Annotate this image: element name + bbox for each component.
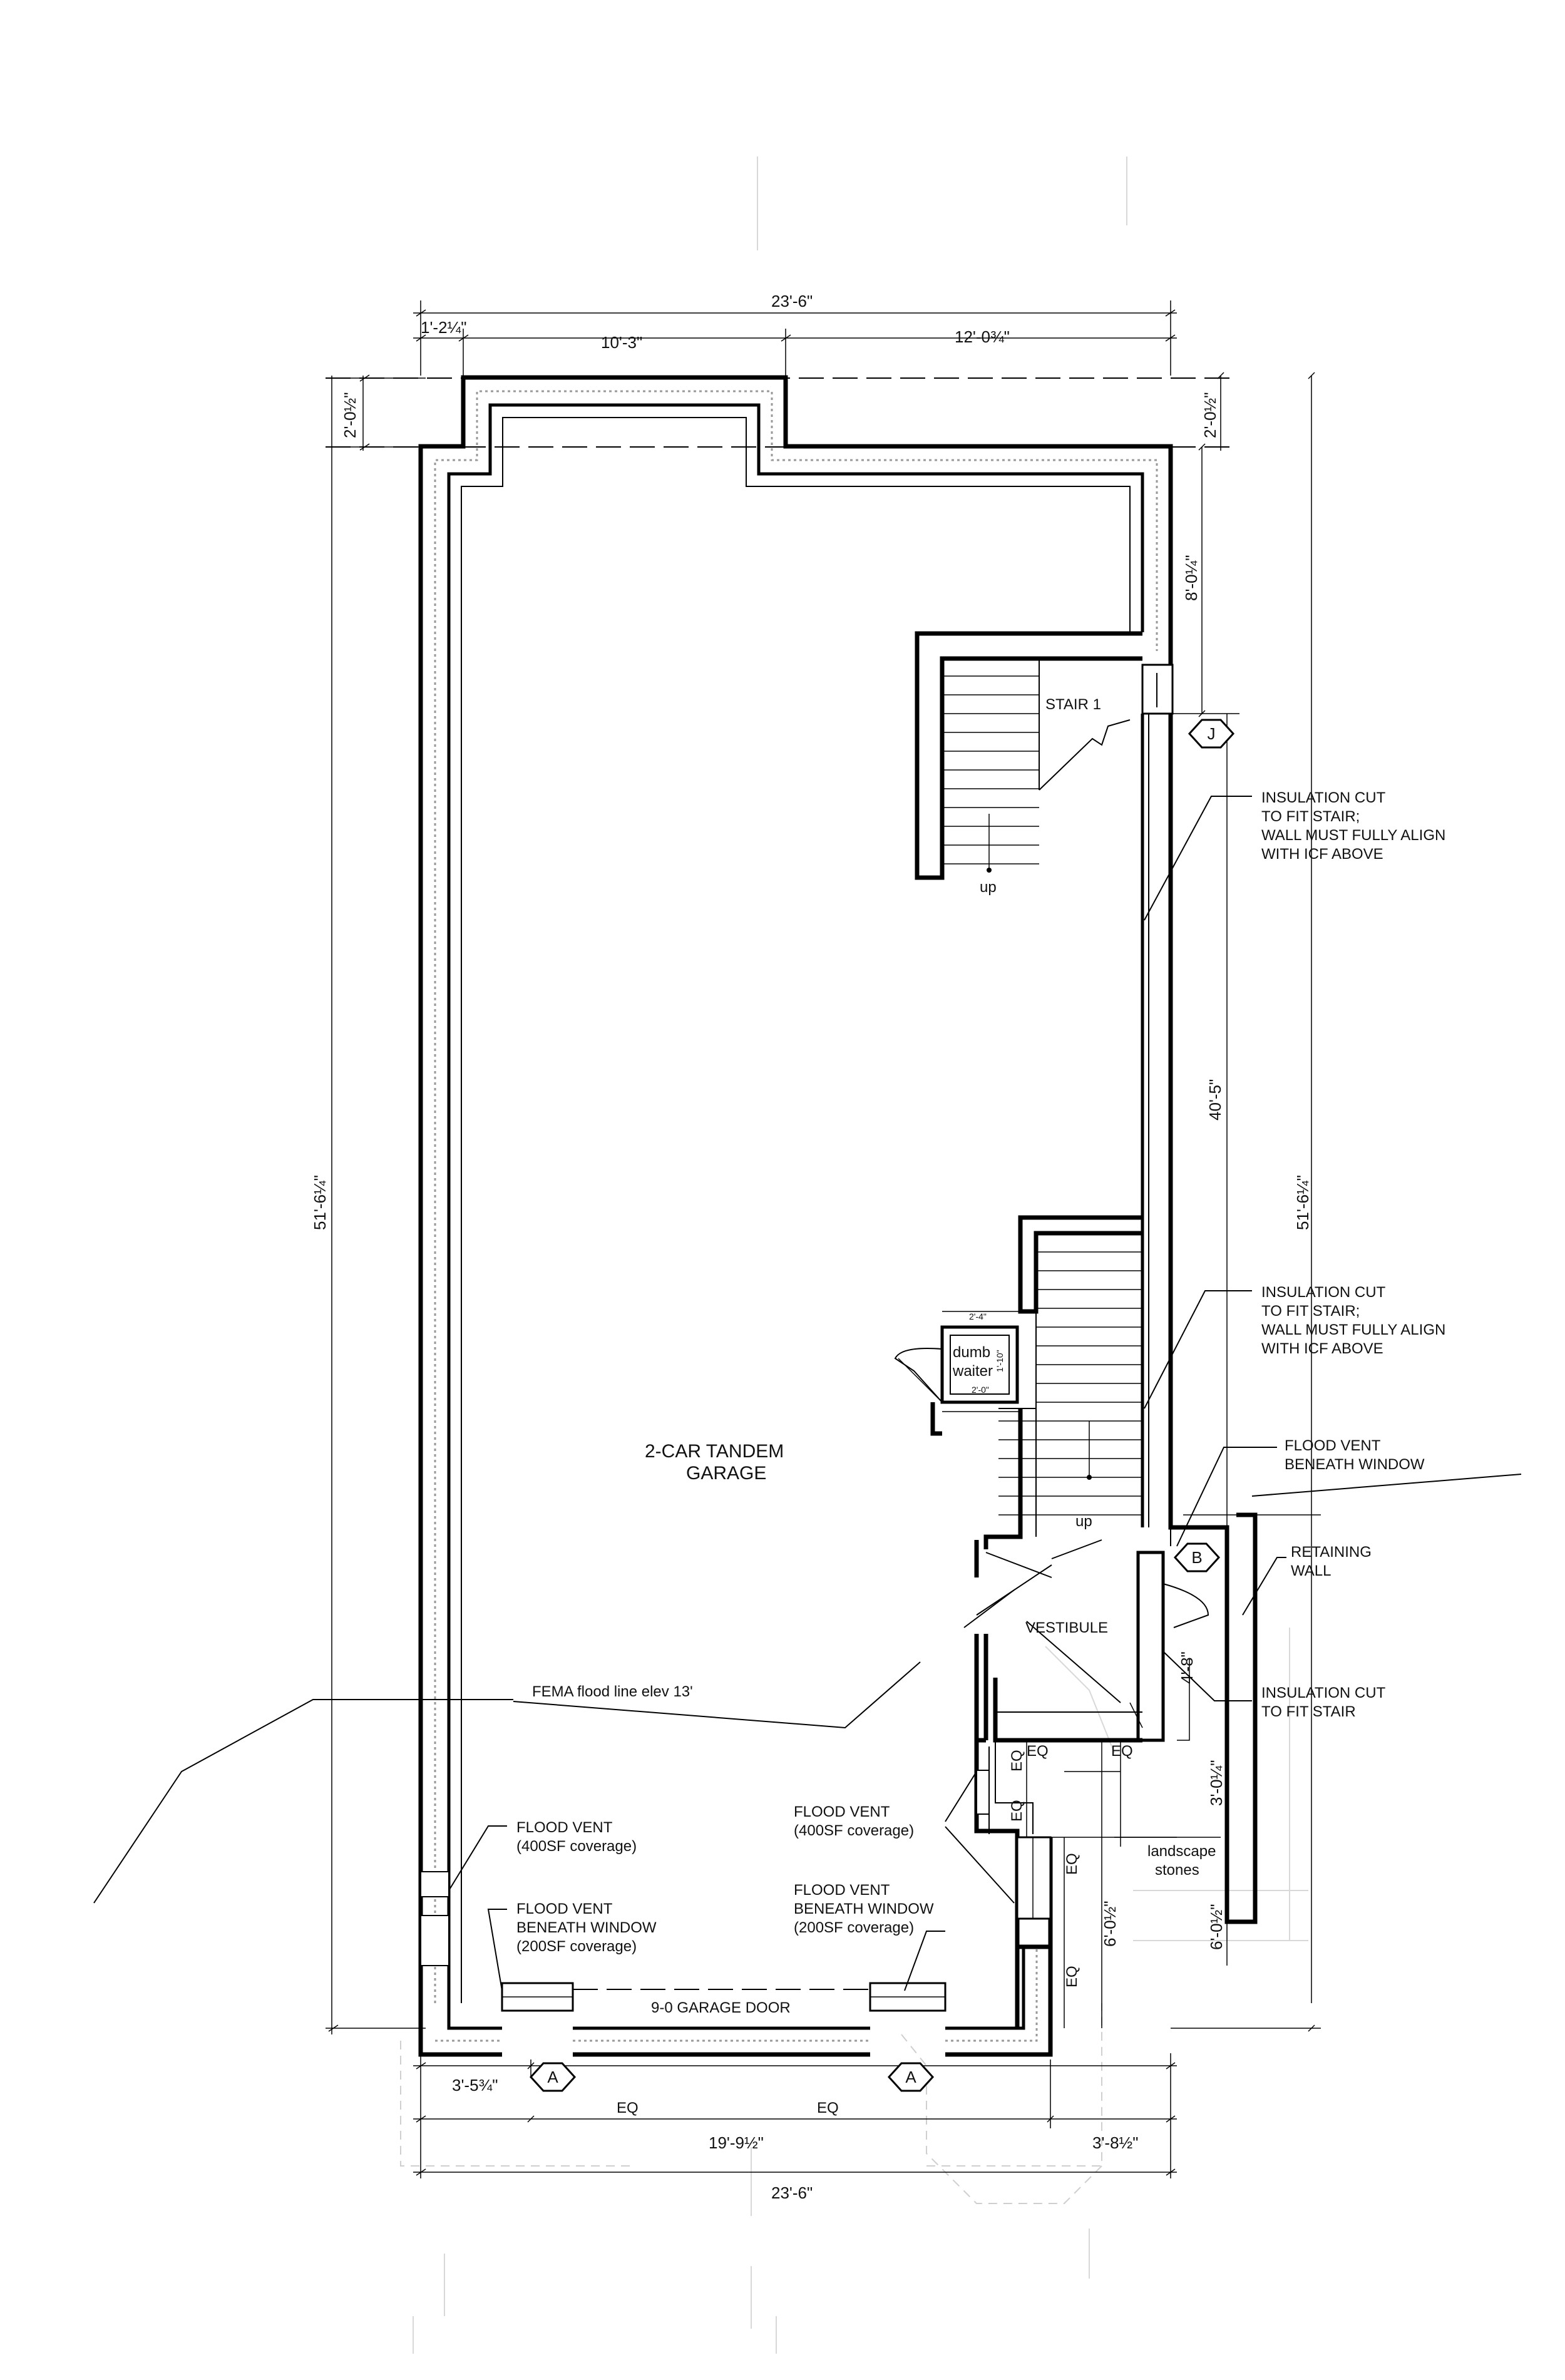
stair-1-label: STAIR 1 (1045, 696, 1101, 713)
landscape-label-2: stones (1155, 1862, 1199, 1879)
landscape-label-1: landscape (1147, 1843, 1216, 1860)
svg-text:(200SF coverage): (200SF coverage) (516, 1938, 637, 1955)
eq-label-1: EQ (1027, 1743, 1049, 1760)
dumbwaiter-bottom-dim: 2'-0" (972, 1385, 989, 1395)
garage-label-line2: GARAGE (686, 1463, 766, 1484)
svg-text:TO FIT STAIR;: TO FIT STAIR; (1261, 808, 1360, 825)
note-insulation-1: INSULATION CUT TO FIT STAIR; WALL MUST F… (1261, 789, 1445, 863)
note-flood-vent-left: FLOOD VENT (400SF coverage) (516, 1819, 637, 1855)
note-flood-vent-window-right: FLOOD VENT BENEATH WINDOW (1285, 1437, 1425, 1473)
stair-up-label-1: up (980, 879, 997, 896)
garage-door-label: 9-0 GARAGE DOOR (651, 1999, 791, 2016)
dim-bottom-left: 3'-5¾" (452, 2076, 498, 2095)
eq-label-2: EQ (1111, 1743, 1133, 1760)
svg-text:WITH ICF ABOVE: WITH ICF ABOVE (1261, 846, 1383, 863)
dim-top-middle: 10'-3" (601, 333, 642, 352)
svg-text:(200SF coverage): (200SF coverage) (794, 1919, 914, 1936)
svg-text:INSULATION CUT: INSULATION CUT (1261, 1685, 1386, 1701)
note-insulation-2: INSULATION CUT TO FIT STAIR; WALL MUST F… (1261, 1284, 1445, 1357)
dim-right-lower-a: 3'-0¼" (1207, 1760, 1226, 1806)
note-flood-vent-mid: FLOOD VENT (400SF coverage) (794, 1803, 914, 1839)
svg-text:WALL: WALL (1291, 1562, 1331, 1579)
eq-label-8: EQ (817, 2100, 839, 2116)
leader-lines (93, 796, 1522, 1991)
svg-text:BENEATH WINDOW: BENEATH WINDOW (794, 1900, 934, 1917)
note-flood-vent-window-left: FLOOD VENT BENEATH WINDOW (200SF coverag… (516, 1900, 657, 1955)
svg-text:(400SF coverage): (400SF coverage) (516, 1838, 637, 1855)
svg-text:BENEATH WINDOW: BENEATH WINDOW (1285, 1456, 1425, 1473)
dim-top-right: 12'-0¾" (955, 327, 1010, 346)
note-insulation-3: INSULATION CUT TO FIT STAIR (1261, 1685, 1386, 1720)
dim-top-left-jog: 1'-2¼" (421, 318, 466, 337)
dim-left-top: 2'-0½" (341, 392, 359, 438)
svg-text:FLOOD VENT: FLOOD VENT (794, 1803, 890, 1820)
dumbwaiter-top-dim: 2'-4" (969, 1311, 987, 1321)
dumbwaiter-label-1: dumb (953, 1344, 990, 1361)
dim-entry-vertical: 6'-0½" (1101, 1901, 1119, 1947)
svg-text:TO FIT STAIR: TO FIT STAIR (1261, 1703, 1356, 1720)
svg-text:WALL MUST FULLY ALIGN: WALL MUST FULLY ALIGN (1261, 827, 1445, 844)
svg-text:FLOOD VENT: FLOOD VENT (516, 1900, 613, 1917)
svg-text:(400SF coverage): (400SF coverage) (794, 1822, 914, 1839)
dim-bottom-right: 3'-8½" (1092, 2133, 1138, 2152)
dim-bottom-middle: 19'-9½" (709, 2133, 764, 2152)
svg-text:J: J (1208, 724, 1216, 743)
stair-1: STAIR 1 up (915, 631, 1174, 896)
svg-text:FLOOD VENT: FLOOD VENT (1285, 1437, 1381, 1454)
dumbwaiter-side-dim: 1'-10" (995, 1350, 1005, 1372)
eq-label-5: EQ (1064, 1853, 1080, 1875)
dumbwaiter-label-2: waiter (952, 1363, 993, 1380)
grid-marker-b: B (1173, 1542, 1221, 1572)
svg-text:INSULATION CUT: INSULATION CUT (1261, 789, 1386, 806)
svg-text:WALL MUST FULLY ALIGN: WALL MUST FULLY ALIGN (1261, 1321, 1445, 1338)
setback-dashed-lines (326, 377, 1233, 448)
eq-label-6: EQ (1064, 1966, 1080, 1988)
svg-text:A: A (905, 2068, 916, 2086)
stair-up-label-2: up (1075, 1513, 1092, 1530)
note-retaining-wall: RETAINING WALL (1291, 1544, 1372, 1579)
dimension-lines (326, 300, 1321, 2178)
svg-text:TO FIT STAIR;: TO FIT STAIR; (1261, 1303, 1360, 1320)
lower-stair: up 2'-4" 2'-0" 1'-10" dumb waiter VESTIB… (894, 1215, 1258, 2028)
dim-right-lower-b: 6'-0½" (1207, 1904, 1226, 1950)
dim-top-overall: 23'-6" (771, 292, 813, 310)
svg-text:A: A (547, 2068, 558, 2086)
svg-text:WITH ICF ABOVE: WITH ICF ABOVE (1261, 1340, 1383, 1357)
note-flood-vent-window-mid: FLOOD VENT BENEATH WINDOW (200SF coverag… (794, 1882, 934, 1936)
dim-bottom-overall: 23'-6" (771, 2183, 813, 2202)
dim-right-long: 40'-5" (1206, 1079, 1224, 1121)
dim-right-stair-offset: 8'-0¼" (1182, 555, 1201, 601)
grid-marker-a-right: A (887, 2062, 935, 2092)
dim-right-top: 2'-0½" (1201, 392, 1219, 438)
eq-label-4: EQ (1008, 1800, 1025, 1822)
eq-label-7: EQ (617, 2100, 639, 2116)
dim-right-overall: 51'-6¼" (1293, 1175, 1312, 1230)
svg-text:B: B (1191, 1548, 1202, 1567)
note-fema-flood-line: FEMA flood line elev 13' (532, 1683, 693, 1700)
svg-text:FLOOD VENT: FLOOD VENT (794, 1882, 890, 1899)
grid-marker-a-left: A (529, 2062, 577, 2092)
svg-text:RETAINING: RETAINING (1291, 1544, 1372, 1561)
garage-label-line1: 2-CAR TANDEM (645, 1441, 784, 1462)
dim-left-overall: 51'-6¼" (310, 1175, 329, 1230)
svg-text:FLOOD VENT: FLOOD VENT (516, 1819, 613, 1836)
svg-text:BENEATH WINDOW: BENEATH WINDOW (516, 1919, 657, 1936)
eq-label-3: EQ (1008, 1750, 1025, 1772)
vestibule-label: VESTIBULE (1025, 1619, 1108, 1636)
grid-marker-j: J (1188, 719, 1235, 749)
svg-text:INSULATION CUT: INSULATION CUT (1261, 1284, 1386, 1301)
